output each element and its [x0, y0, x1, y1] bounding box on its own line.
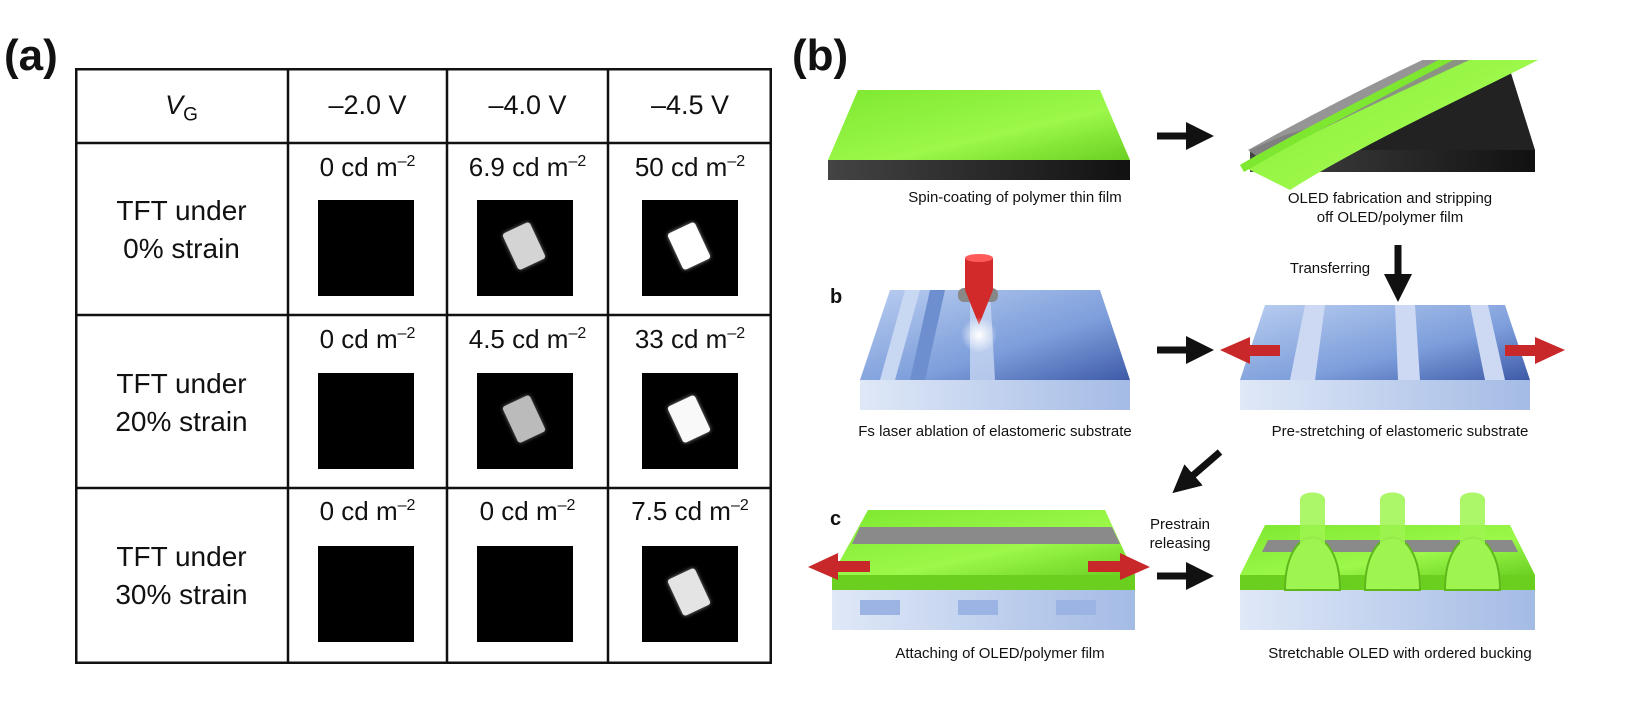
sublabel-b: b [830, 286, 843, 308]
emission-spot [666, 221, 712, 271]
caption-laser-ablation: Fs laser ablation of elastomeric substra… [858, 423, 1132, 440]
luminance-value: 6.9 cd m–2 [468, 152, 587, 182]
buckled-oled-illustration [1240, 492, 1535, 630]
luminance-value: 7.5 cd m–2 [631, 496, 749, 526]
luminance-value: 0 cd m–2 [319, 496, 416, 526]
column-header-neg4v: –4.0 V [488, 90, 567, 120]
oled-stripping-illustration [1240, 60, 1539, 190]
pixel-photo [318, 200, 414, 296]
luminance-value: 0 cd m–2 [479, 496, 576, 526]
pixel-photo [477, 373, 573, 469]
pixel-photo [642, 200, 738, 296]
prestretch-illustration [1220, 305, 1565, 410]
caption-spin-coating: Spin-coating of polymer thin film [908, 189, 1122, 206]
luminance-value: 4.5 cd m–2 [468, 324, 587, 354]
process-arrow [1172, 449, 1223, 494]
pixel-photo [642, 373, 738, 469]
column-header-neg2v: –2.0 V [328, 90, 407, 120]
pixel-photo [642, 546, 738, 642]
caption-prestretch: Pre-stretching of elastomeric substrate [1271, 423, 1529, 440]
luminance-value: 33 cd m–2 [634, 324, 746, 354]
vg-header: VG [165, 90, 198, 126]
fabrication-process-diagram: Spin-coating of polymer thin film OLED f… [800, 60, 1650, 705]
pixel-photo [318, 373, 414, 469]
attach-film-illustration [808, 510, 1150, 630]
sublabel-c: c [830, 508, 842, 530]
luminance-value: 0 cd m–2 [319, 324, 416, 354]
column-header-neg45v: –4.5 V [650, 90, 730, 120]
panel-label-b: (b) [792, 31, 849, 80]
emission-spot [666, 394, 712, 444]
emission-spot [666, 567, 712, 617]
emission-spot [501, 394, 547, 444]
pixel-photo [477, 200, 573, 296]
emission-spot [501, 221, 547, 271]
luminance-value: 50 cd m–2 [634, 152, 746, 182]
laser-ablation-illustration [860, 254, 1130, 410]
panel-label-a: (a) [4, 31, 58, 80]
pixel-photo [318, 546, 414, 642]
note-transferring: Transferring [1289, 260, 1371, 277]
spin-coated-film-illustration [828, 90, 1130, 180]
process-illustrations [808, 60, 1565, 630]
table-grid-lines [75, 68, 772, 664]
luminance-value: 0 cd m–2 [319, 152, 416, 182]
pixel-photo [477, 546, 573, 642]
caption-stretchable: Stretchable OLED with ordered bucking [1268, 645, 1532, 662]
caption-attaching: Attaching of OLED/polymer film [895, 645, 1105, 662]
